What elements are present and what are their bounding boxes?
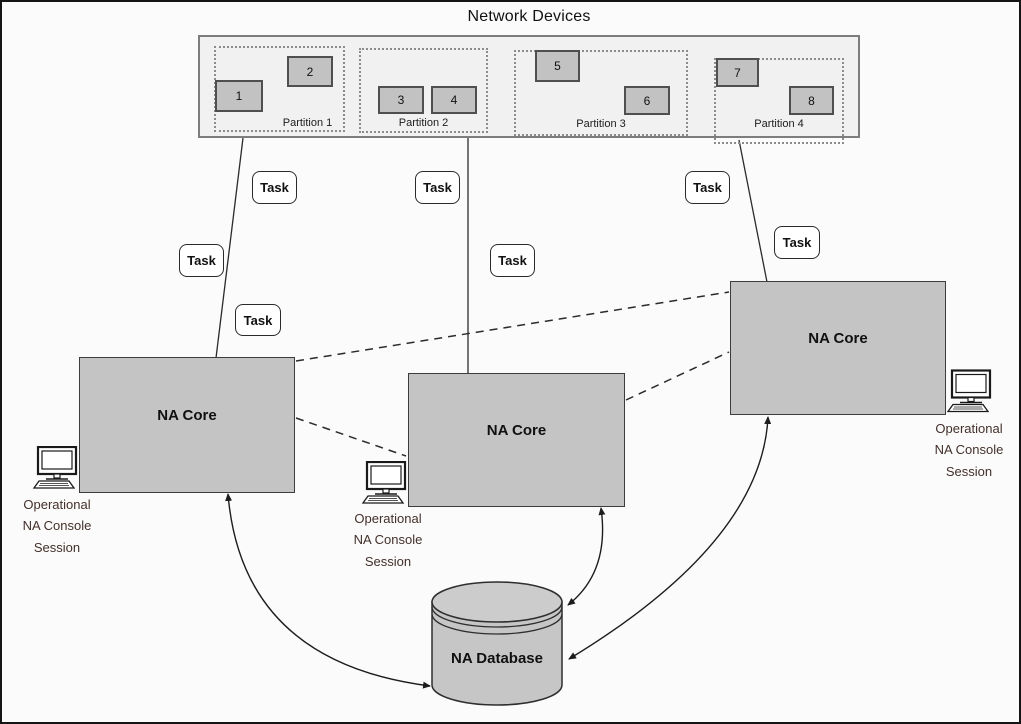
- partition-3-box: Partition 3: [514, 50, 688, 136]
- computer-icon: [32, 446, 78, 489]
- task-badge-3: Task: [235, 304, 281, 336]
- task-badge-6: Task: [685, 171, 730, 204]
- na-database-label: NA Database: [451, 650, 543, 667]
- partition-2-label: Partition 2: [398, 117, 449, 129]
- na-core-middle: NA Core: [408, 373, 625, 507]
- task-badge-2: Task: [179, 244, 224, 277]
- core-database-arrows: [225, 416, 772, 689]
- partition-4-label: Partition 4: [754, 118, 804, 130]
- network-devices-title: Network Devices: [467, 8, 591, 25]
- device-8: 8: [789, 86, 834, 115]
- device-1: 1: [215, 80, 263, 112]
- na-core-middle-label: NA Core: [486, 421, 547, 439]
- task-badge-1: Task: [252, 171, 297, 204]
- partition-1-label: Partition 1: [282, 117, 333, 129]
- na-core-right: NA Core: [730, 281, 946, 415]
- database-cylinder: [431, 581, 563, 706]
- partition-3-label: Partition 3: [576, 118, 626, 130]
- device-4: 4: [431, 86, 477, 114]
- device-5: 5: [535, 50, 580, 82]
- device-7: 7: [716, 58, 759, 87]
- partition-4-box: Partition 4: [714, 58, 844, 144]
- console-session-label-middle: Operational NA Console Session: [353, 511, 423, 569]
- na-core-left: NA Core: [79, 357, 295, 493]
- device-2: 2: [287, 56, 333, 87]
- console-session-label-right: Operational NA Console Session: [934, 421, 1004, 479]
- computer-icon: [946, 369, 992, 413]
- device-6: 6: [624, 86, 670, 115]
- task-line-right: [738, 139, 768, 283]
- task-badge-7: Task: [774, 226, 820, 259]
- partition-2-box: Partition 2: [359, 48, 488, 133]
- task-line-left: [215, 137, 244, 359]
- task-badge-4: Task: [415, 171, 460, 204]
- na-core-right-label: NA Core: [808, 329, 868, 347]
- core-links: [295, 291, 730, 457]
- device-3: 3: [378, 86, 424, 114]
- task-badge-5: Task: [490, 244, 535, 277]
- console-session-label-left: Operational NA Console Session: [22, 497, 92, 555]
- na-core-left-label: NA Core: [157, 406, 217, 424]
- computer-icon: [361, 461, 407, 504]
